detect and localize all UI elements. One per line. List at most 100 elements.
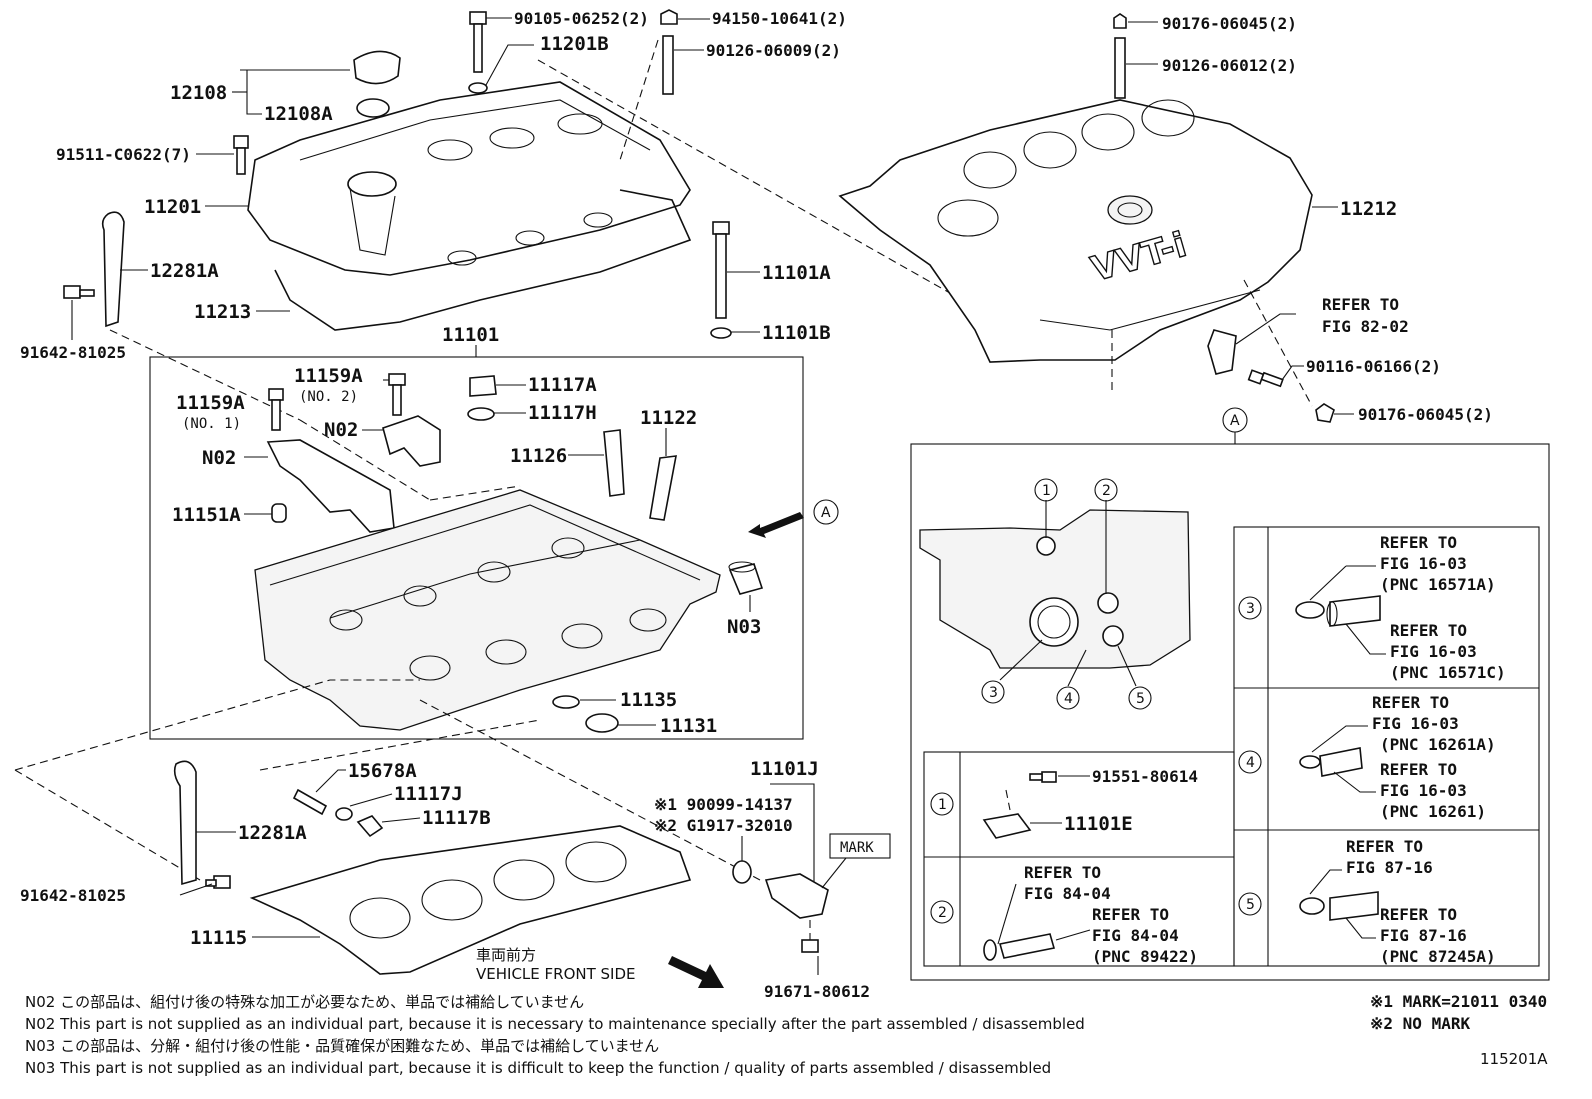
label-11101A[interactable]: 11101A [762,262,831,284]
r3-refer-b2[interactable]: FIG 16-03 [1390,642,1477,661]
label-11131[interactable]: 11131 [660,715,717,737]
label-11101J[interactable]: 11101J [750,758,819,780]
label-11201B[interactable]: 11201B [540,33,609,55]
r4-refer-a3[interactable]: (PNC 16261A) [1380,735,1496,754]
label-N02-b[interactable]: N02 [202,447,236,469]
gasket-ring-icon [356,98,390,118]
bolt-icon [233,135,249,149]
note-N03-jp: N03 この部品は、分解・組付け後の性能・品質確保が困難なため、単品では補給して… [25,1037,659,1055]
label-11122[interactable]: 11122 [640,407,697,429]
stud-bolt-icon [1114,37,1126,99]
label-11117H[interactable]: 11117H [528,402,597,424]
label-91642-81025-bot[interactable]: 91642-81025 [20,886,126,905]
label-91551-80614[interactable]: 91551-80614 [1092,767,1198,786]
label-11101B[interactable]: 11101B [762,322,831,344]
label-11159A-no1-sub: (NO. 1) [182,416,241,432]
label-11117B[interactable]: 11117B [422,807,491,829]
hose-icon [1329,595,1381,627]
label-15678A[interactable]: 15678A [348,760,417,782]
label-11135[interactable]: 11135 [620,689,677,711]
label-12108[interactable]: 12108 [170,82,227,104]
engine-hanger-bracket [101,211,125,328]
label-11117A[interactable]: 11117A [528,374,597,396]
bolt-icon [268,388,284,401]
label-11126[interactable]: 11126 [510,445,567,467]
toyota-logo-icon [1107,195,1153,225]
label-fig-82-02[interactable]: FIG 82-02 [1322,317,1409,336]
r3-refer-a2[interactable]: FIG 16-03 [1380,554,1467,573]
plug-icon [469,375,497,397]
figure-id: 115201A [1480,1050,1548,1068]
label-11101E[interactable]: 11101E [1064,813,1133,835]
mark-note-2: ※2 NO MARK [1370,1014,1470,1033]
label-90176-06045-bot[interactable]: 90176-06045(2) [1358,405,1493,424]
circle-number-1: 1 [930,792,954,816]
label-11101[interactable]: 11101 [442,324,499,346]
label-90176-06045-top[interactable]: 90176-06045(2) [1162,14,1297,33]
label-11115[interactable]: 11115 [190,927,247,949]
label-11212[interactable]: 11212 [1340,198,1397,220]
label-A-arrow[interactable]: A [821,505,831,521]
note-N02-jp: N02 この部品は、組付け後の特殊な加工が必要なため、単品では補給していません [25,993,584,1011]
r4-refer-b3[interactable]: (PNC 16261) [1380,802,1486,821]
circle-number-1: 1 [1034,478,1058,502]
label-91511-C0622[interactable]: 91511-C0622(7) [56,145,191,164]
r3-refer-b1: REFER TO [1390,621,1467,640]
hose-clamp-icon [1295,601,1325,619]
label-91642-81025-top[interactable]: 91642-81025 [20,343,126,362]
label-A-box[interactable]: A [1230,413,1240,429]
label-12281A-bot[interactable]: 12281A [238,822,307,844]
label-11117J[interactable]: 11117J [394,783,463,805]
temperature-sensor [998,933,1056,959]
engine-cover-group: 90176-06045(2) 90126-06012(2) VVT-i 1121… [838,13,1493,424]
label-G1917-32010[interactable]: ※2 G1917-32010 [654,816,793,835]
sub2-refer-b2[interactable]: FIG 84-04 [1092,926,1179,945]
circle-number-3: 3 [1238,596,1262,620]
r5-refer-b2[interactable]: FIG 87-16 [1380,926,1467,945]
r3-refer-b3[interactable]: (PNC 16571C) [1390,663,1506,682]
cam-position-sensor [982,813,1032,839]
ocv-group: 11101J ※1 90099-14137 ※2 G1917-32010 MAR… [654,758,891,1001]
label-91671-80612[interactable]: 91671-80612 [764,982,870,1001]
svg-text:2: 2 [1102,483,1111,499]
r4-refer-a2[interactable]: FIG 16-03 [1372,714,1459,733]
label-N02-a[interactable]: N02 [324,419,358,441]
dowel-pin-icon [603,429,625,497]
label-90126-06009[interactable]: 90126-06009(2) [706,41,841,60]
label-90126-06012[interactable]: 90126-06012(2) [1162,56,1297,75]
sub2-refer-a2[interactable]: FIG 84-04 [1024,884,1111,903]
r5-refer-a2[interactable]: FIG 87-16 [1346,858,1433,877]
footnotes: N02 この部品は、組付け後の特殊な加工が必要なため、単品では補給していません … [25,992,1548,1077]
svg-text:5: 5 [1246,897,1255,913]
label-MARK[interactable]: MARK [840,840,874,856]
label-90116-06166[interactable]: 90116-06166(2) [1306,357,1441,376]
cylinder-head-cover-group: 90105-06252(2) 11201B 94150-10641(2) 901… [20,9,981,421]
circle-number-4: 4 [1238,750,1262,774]
label-11201[interactable]: 11201 [144,196,201,218]
svg-text:4: 4 [1246,755,1255,771]
stud-bolt-icon [662,35,674,95]
label-90105-06252[interactable]: 90105-06252(2) [514,9,649,28]
bolt-icon [1247,369,1284,388]
label-90099-14137[interactable]: ※1 90099-14137 [654,795,793,814]
svg-text:5: 5 [1136,691,1145,707]
r5-refer-b3[interactable]: (PNC 87245A) [1380,947,1496,966]
label-11151A[interactable]: 11151A [172,504,241,526]
label-N03[interactable]: N03 [727,616,761,638]
r4-refer-b2[interactable]: FIG 16-03 [1380,781,1467,800]
label-12108A[interactable]: 12108A [264,103,333,125]
label-refer-to-82[interactable]: REFER TO [1322,295,1399,314]
circle-number-3: 3 [981,680,1005,704]
plug-icon [356,815,384,838]
label-94150-10641[interactable]: 94150-10641(2) [712,9,847,28]
circle-number-2: 2 [930,900,954,924]
sub2-refer-b3[interactable]: (PNC 89422) [1092,947,1198,966]
label-11213[interactable]: 11213 [194,301,251,323]
label-12281A-top[interactable]: 12281A [150,260,219,282]
cover-bracket-icon [1207,329,1237,375]
svg-text:3: 3 [989,685,998,701]
label-11159A-no2[interactable]: 11159A [294,365,363,387]
r3-refer-a3[interactable]: (PNC 16571A) [1380,575,1496,594]
label-11159A-no1[interactable]: 11159A [176,392,245,414]
